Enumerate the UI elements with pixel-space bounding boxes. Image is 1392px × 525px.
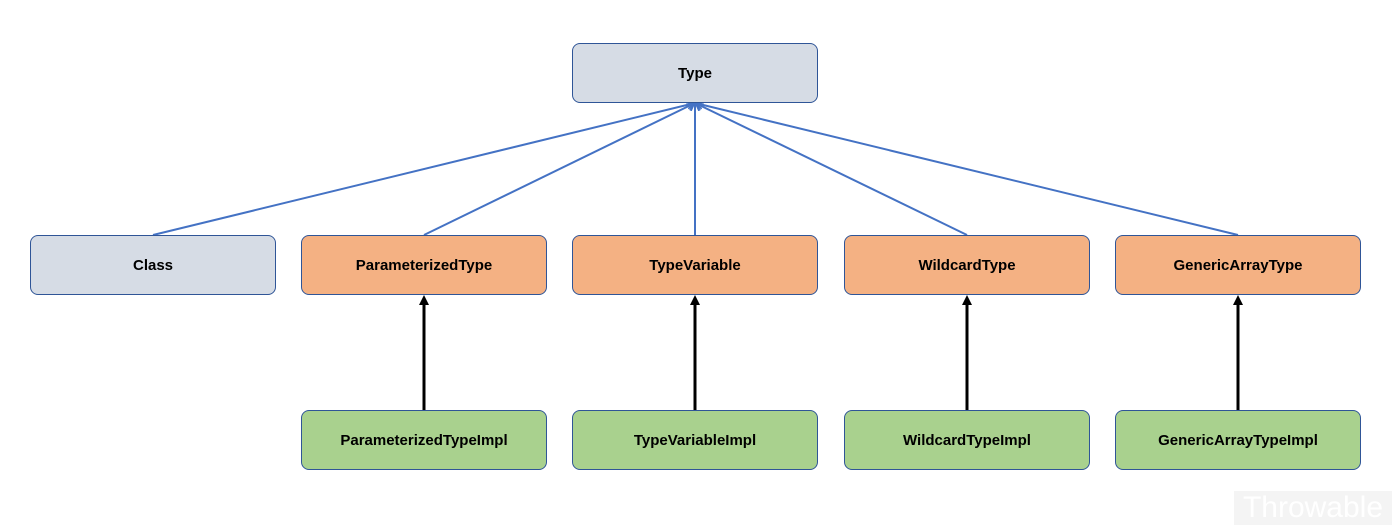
node-parameterized-type-impl-label: ParameterizedTypeImpl xyxy=(340,431,508,449)
node-wildcard-type-impl-label: WildcardTypeImpl xyxy=(903,431,1031,449)
node-parameterized-type-label: ParameterizedType xyxy=(355,256,493,274)
node-wildcard-type-impl: WildcardTypeImpl xyxy=(844,410,1090,470)
edge-wildcard-type-to-type xyxy=(695,103,968,236)
node-class-label: Class xyxy=(132,256,174,274)
node-wildcard-type: WildcardType xyxy=(844,235,1090,295)
node-type-variable-impl: TypeVariableImpl xyxy=(572,410,818,470)
edge-class-to-type xyxy=(152,103,695,236)
node-class: Class xyxy=(30,235,276,295)
edge-generic-array-type-to-type xyxy=(695,103,1239,236)
node-wildcard-type-label: WildcardType xyxy=(918,256,1016,274)
node-generic-array-type-impl-label: GenericArrayTypeImpl xyxy=(1158,431,1318,449)
node-generic-array-type: GenericArrayType xyxy=(1115,235,1361,295)
node-type-variable-label: TypeVariable xyxy=(649,256,741,274)
watermark: Throwable xyxy=(1234,491,1392,525)
node-type-variable-impl-label: TypeVariableImpl xyxy=(633,431,757,449)
node-type-variable: TypeVariable xyxy=(572,235,818,295)
node-parameterized-type: ParameterizedType xyxy=(301,235,547,295)
node-type-label: Type xyxy=(678,64,712,82)
node-generic-array-type-impl: GenericArrayTypeImpl xyxy=(1115,410,1361,470)
node-generic-array-type-label: GenericArrayType xyxy=(1173,256,1303,274)
node-type: Type xyxy=(572,43,818,103)
node-parameterized-type-impl: ParameterizedTypeImpl xyxy=(301,410,547,470)
edge-parameterized-type-to-type xyxy=(423,103,695,236)
